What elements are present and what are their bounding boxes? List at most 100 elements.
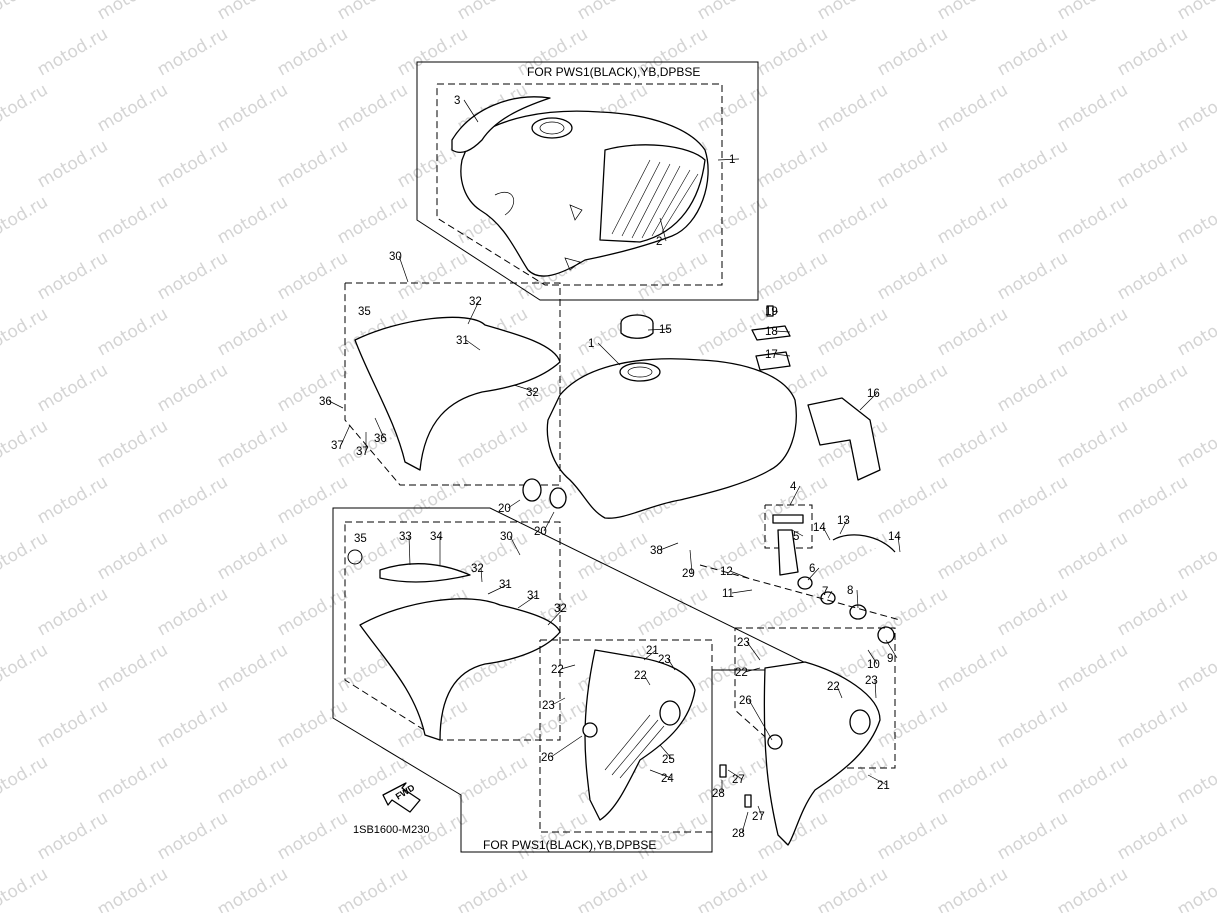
watermark-text: motod.ru: [94, 752, 172, 808]
callout-leader: [465, 339, 481, 351]
watermark-text: motod.ru: [814, 80, 892, 136]
callout-leader: [807, 567, 820, 581]
watermark-text: motod.ru: [994, 584, 1072, 640]
cover-25-opening: [659, 700, 681, 726]
watermark-text: motod.ru: [154, 472, 232, 528]
callout-leader: [513, 384, 537, 393]
fuel-cock-body: [777, 529, 799, 576]
watermark-text: motod.ru: [814, 304, 892, 360]
callout-number: 33: [399, 531, 412, 543]
bolt-28a: [719, 764, 727, 778]
callout-number: 29: [682, 568, 695, 580]
watermark-text: motod.ru: [454, 752, 532, 808]
lever-9: [877, 626, 895, 644]
callout-leader: [856, 589, 859, 609]
bottom-inset-frame: [332, 507, 821, 853]
emblem-hatching: [611, 159, 699, 239]
callout-leader: [543, 511, 555, 532]
watermark-text: motod.ru: [94, 304, 172, 360]
callout-leader: [839, 519, 848, 535]
bolt-19: [766, 305, 774, 317]
watermark-text: motod.ru: [214, 80, 292, 136]
bottom-inset-caption: FOR PWS1(BLACK),YB,DPBSE: [483, 838, 656, 852]
watermark-text: motod.ru: [1114, 696, 1192, 752]
watermark-text: motod.ru: [394, 24, 472, 80]
callout-number: 1: [588, 338, 594, 350]
watermark-text: motod.ru: [1174, 304, 1217, 360]
callout-number: 20: [498, 503, 511, 515]
watermark-text: motod.ru: [1054, 528, 1132, 584]
watermark-text: motod.ru: [874, 360, 952, 416]
drawing-code: 1SB1600-M230: [353, 824, 429, 836]
watermark-text: motod.ru: [1054, 752, 1132, 808]
tank-mount-bracket: [494, 192, 515, 216]
watermark-text: motod.ru: [874, 472, 952, 528]
callout-number: 21: [646, 645, 659, 657]
watermark-text: motod.ru: [934, 752, 1012, 808]
callout-number: 14: [888, 531, 901, 543]
callout-number: 20: [534, 526, 547, 538]
watermark-text: motod.ru: [274, 24, 352, 80]
watermark-text: motod.ru: [874, 24, 952, 80]
callout-leader: [649, 769, 672, 779]
watermark-text: motod.ru: [934, 192, 1012, 248]
watermark-text: motod.ru: [94, 640, 172, 696]
watermark-text: motod.ru: [0, 528, 51, 584]
lower-cover-left: [584, 649, 696, 821]
watermark-text: motod.ru: [1114, 248, 1192, 304]
callout-number: 35: [354, 533, 367, 545]
callout-number: 31: [499, 579, 512, 591]
watermark-text: motod.ru: [1054, 416, 1132, 472]
callout-leader: [897, 535, 901, 553]
callout-leader: [731, 589, 753, 594]
callout-leader: [774, 353, 791, 357]
washer-6: [797, 576, 813, 590]
watermark-text: motod.ru: [34, 248, 112, 304]
watermark-text: motod.ru: [34, 136, 112, 192]
callout-number: 13: [837, 515, 850, 527]
bracket-18: [751, 325, 791, 341]
bottom-inset-panel: FOR PWS1(BLACK),YB,DPBSE FWD 1SB1600-M23…: [332, 507, 821, 853]
callout-number: 26: [541, 752, 554, 764]
watermark-text: motod.ru: [94, 528, 172, 584]
side-cover-dashed-group: [344, 282, 561, 486]
callout-leader: [340, 424, 351, 446]
watermark-text: motod.ru: [1114, 136, 1192, 192]
watermark-text: motod.ru: [1174, 864, 1217, 913]
callout-leader: [874, 679, 877, 699]
watermark-text: motod.ru: [214, 752, 292, 808]
callout-leader: [822, 526, 831, 541]
callout-number: 23: [542, 700, 555, 712]
callout-number: 32: [526, 387, 539, 399]
watermark-text: motod.ru: [34, 808, 112, 864]
watermark-text: motod.ru: [514, 808, 592, 864]
damper-17: [755, 351, 791, 371]
watermark-text: motod.ru: [334, 864, 412, 913]
callout-number: 16: [867, 388, 880, 400]
watermark-text: motod.ru: [94, 192, 172, 248]
tank-filler-neck: [531, 117, 573, 139]
callout-number: 8: [847, 585, 853, 597]
callout-number: 23: [737, 637, 750, 649]
fuel-cock-axis: [699, 564, 901, 621]
watermark-text: motod.ru: [94, 864, 172, 913]
callout-number: 22: [634, 670, 647, 682]
top-inset-frame: [416, 61, 759, 301]
fuel-tank: [546, 358, 797, 519]
fuel-hose-13: [832, 534, 896, 553]
callout-number: 18: [765, 326, 778, 338]
callout-number: 34: [430, 531, 443, 543]
callout-leader: [741, 811, 749, 834]
watermark-text: motod.ru: [154, 360, 232, 416]
callout-number: 3: [454, 95, 460, 107]
watermark-text: motod.ru: [874, 696, 952, 752]
callout-number: 23: [658, 654, 671, 666]
cover-right-opening: [849, 709, 871, 735]
main-filler-opening: [627, 366, 653, 378]
watermark-text: motod.ru: [574, 0, 652, 24]
callout-number: 36: [319, 396, 332, 408]
watermark-text: motod.ru: [574, 864, 652, 913]
